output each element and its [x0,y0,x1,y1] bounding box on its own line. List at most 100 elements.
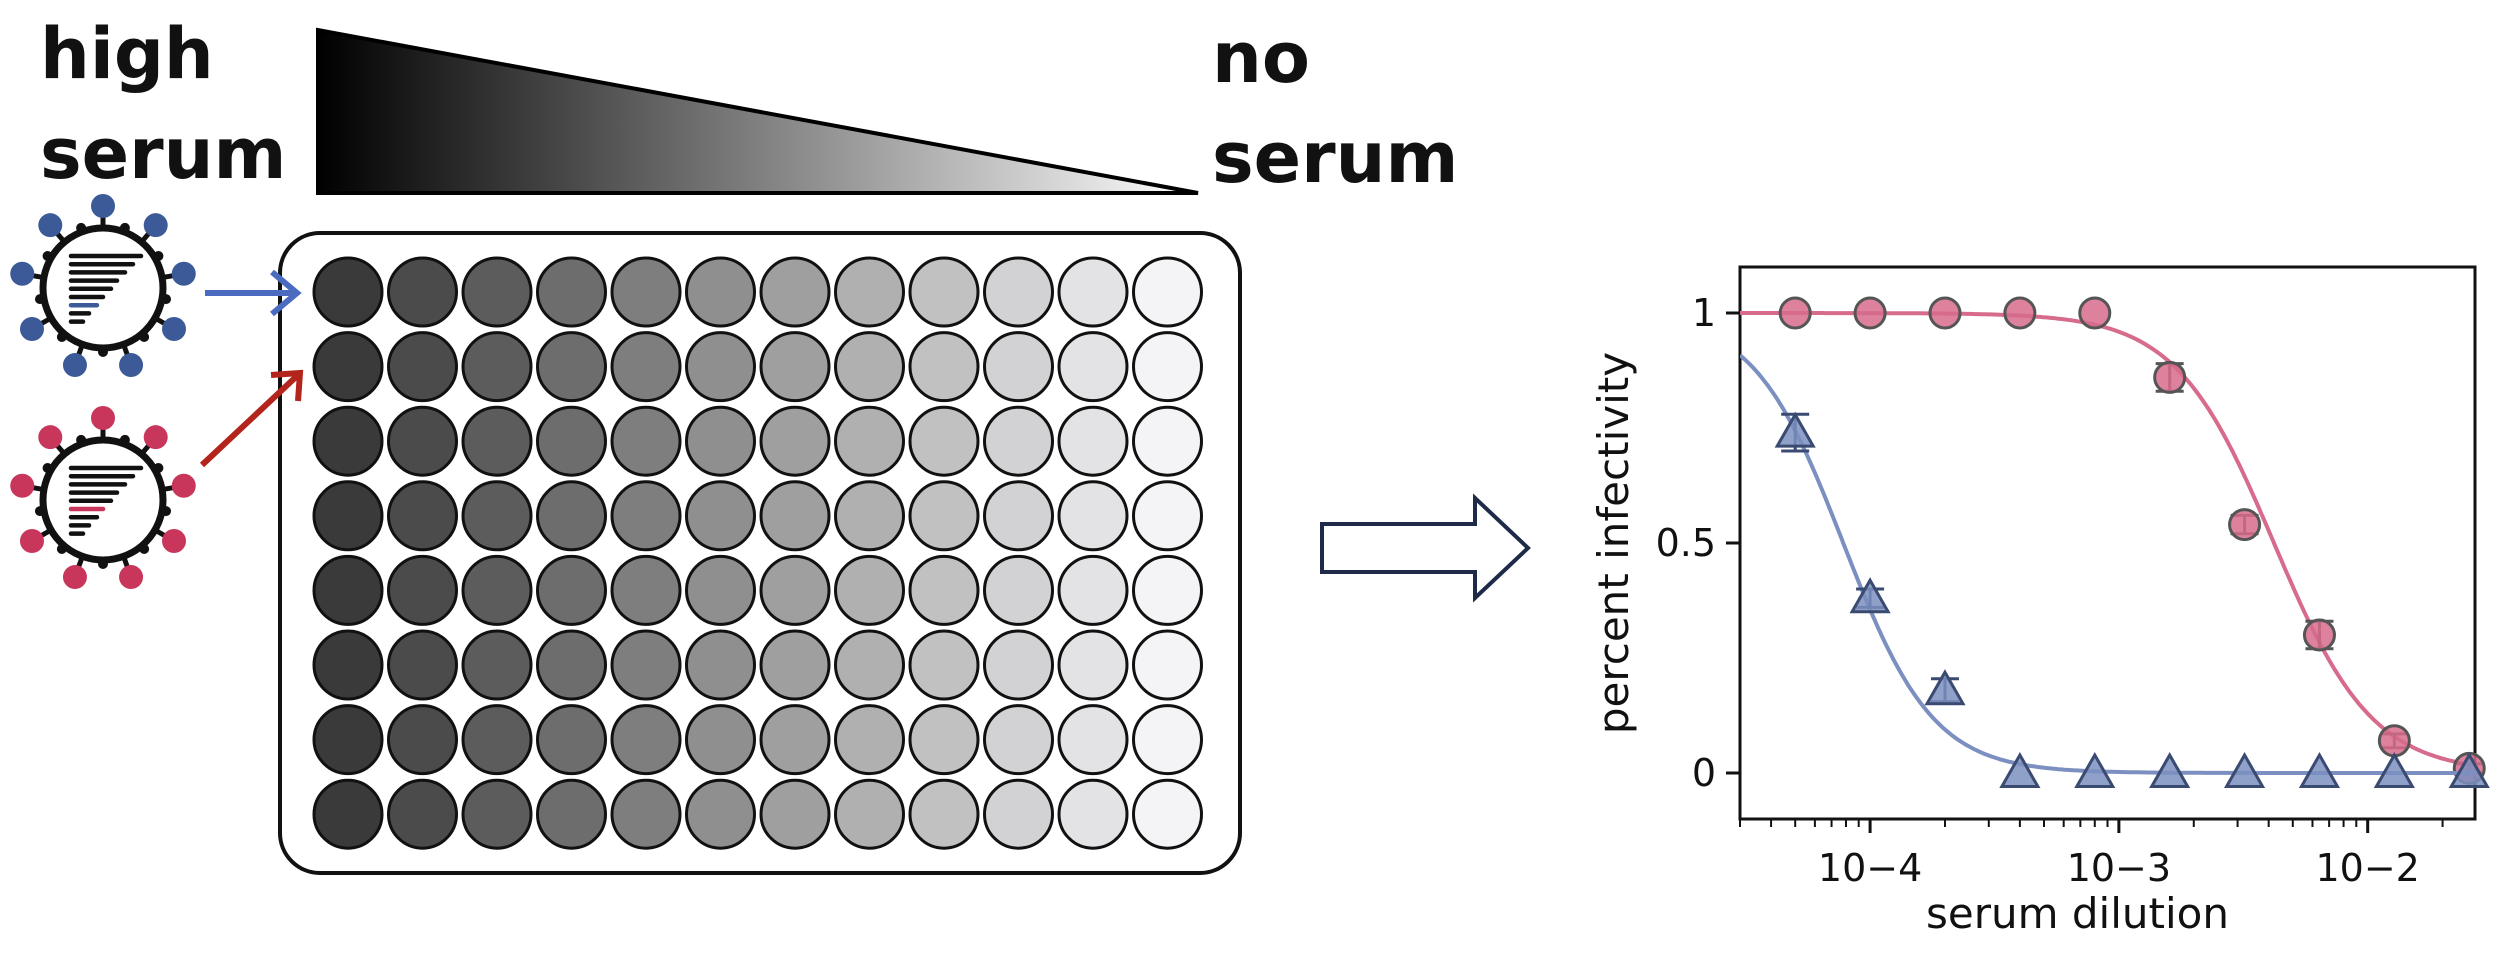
well [983,629,1054,701]
well [1132,256,1203,328]
well [1057,629,1129,701]
well [536,778,607,850]
data-point-circle [2452,751,2486,785]
fit-curve [1740,311,2475,768]
well [387,554,458,626]
well [610,778,682,850]
data-point-triangle [1849,577,1891,614]
well [312,405,384,477]
well [834,704,905,776]
data-point-circle [2078,296,2112,330]
virus-spike-tip [162,317,187,341]
well [983,256,1054,328]
well [1057,480,1129,552]
well [461,480,533,552]
data-point-triangle [2373,751,2415,788]
virus-spike-tip [62,565,87,590]
well [1057,405,1129,477]
well [1132,331,1203,403]
well [834,256,905,328]
well [387,704,458,776]
high-serum-label-line2: serum [40,113,287,195]
assay-diagram [10,27,1531,875]
well [834,778,905,850]
y-axis-label: percent infectivity [1589,352,1638,734]
well [1132,480,1203,552]
well [1132,554,1203,626]
blue-arrow-icon [205,269,302,317]
virus-spike-tip [10,261,35,286]
well [685,704,756,776]
well [536,256,607,328]
y-tick-label: 0 [1692,751,1716,795]
well-plate [278,231,1242,875]
well [1132,704,1203,776]
virus-spike-tip [19,317,44,341]
well [983,480,1054,552]
well [983,554,1054,626]
well [685,629,756,701]
well [908,778,980,850]
no-serum-label-line1: no [1212,17,1310,99]
well [610,554,682,626]
well [387,778,458,850]
data-point-triangle [2298,751,2341,788]
well [1057,331,1129,403]
chart-frame [1738,265,2477,821]
well [387,405,458,477]
well [1132,629,1203,701]
well [983,778,1054,850]
well [1057,778,1129,850]
well [759,256,831,328]
well [536,331,607,403]
well [759,405,831,477]
well [908,405,980,477]
no-serum-label-line2: serum [1212,117,1459,199]
well [387,256,458,328]
well [536,480,607,552]
virus-spike-tip [10,473,35,498]
well [1057,554,1129,626]
well [610,256,682,328]
virus-spike-tip [171,473,196,498]
high-serum-label-line1: high [40,13,214,95]
well [312,554,384,626]
well [387,480,458,552]
x-tick-label: 10−3 [2067,846,2171,890]
data-point-circle [2228,508,2262,542]
well [1057,256,1129,328]
virus-spike-tip [91,406,115,430]
well [1132,778,1203,850]
well [834,629,905,701]
well [834,554,905,626]
well [834,480,905,552]
data-point-triangle [1999,751,2041,788]
well [908,331,980,403]
virus-spike-tip [91,194,115,218]
virus-blue-icon [10,194,196,378]
well [685,331,756,403]
well [536,629,607,701]
x-axis-label: serum dilution [1926,889,2229,938]
well [983,704,1054,776]
process-arrow-icon [1320,493,1531,603]
virus-spike-tip [143,213,168,238]
x-tick-label: 10−2 [2315,846,2419,890]
well [312,256,384,328]
virus-spike-tip [171,261,196,286]
virus-spike-tip [119,353,144,378]
data-point-triangle [2223,751,2266,788]
well [908,554,980,626]
data-point-circle [1928,296,1962,330]
virus-red-icon [10,406,196,590]
well [387,629,458,701]
well [461,554,533,626]
data-point-circle [2003,296,2037,330]
red-arrow-icon [199,369,304,468]
serum-gradient-wedge [316,27,1199,195]
well [536,405,607,477]
well [685,778,756,850]
well [610,480,682,552]
virus-spike-tip [62,353,87,378]
well [461,778,533,850]
